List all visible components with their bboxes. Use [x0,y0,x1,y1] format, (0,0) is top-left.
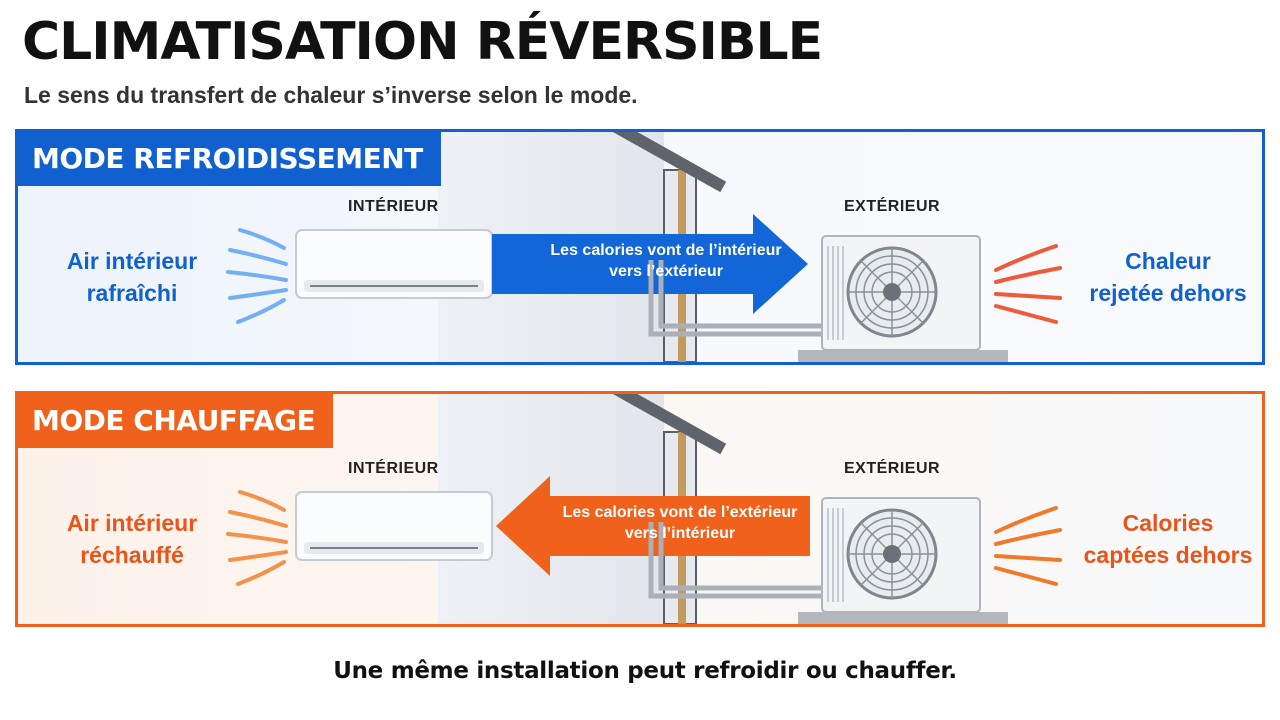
mode-label-cooling: MODE REFROIDISSEMENT [18,132,441,186]
roof [612,394,727,455]
arrow-caption: Les calories vont de l’extérieur vers l’… [562,504,798,542]
concrete-pad [798,350,1008,362]
cooling-scene [18,132,1262,362]
heating-mode-panel: MODE CHAUFFAGE INTÉRIEUR EXTÉRIEUR Air i… [15,391,1265,627]
refrigerant-pipes [648,522,826,599]
exterior-effect-text: Chaleur rejetée dehors [1089,248,1247,306]
heat-in-waves-icon [994,506,1062,586]
outdoor-unit-icon [821,497,981,613]
refrigerant-pipes [648,260,826,337]
indoor-ac-unit-icon [295,229,493,299]
interior-effect-text: Air intérieur réchauffé [66,510,198,568]
arrow-caption: Les calories vont de l’intérieur vers l’… [550,242,782,280]
concrete-pad [798,612,1008,624]
main-title: CLIMATISATION RÉVERSIBLE [22,12,823,72]
heat-out-waves-icon [994,244,1062,324]
mode-label-heating: MODE CHAUFFAGE [18,394,334,448]
interior-label: INTÉRIEUR [348,460,439,477]
indoor-ac-unit-icon [295,491,493,561]
interior-label: INTÉRIEUR [348,198,439,215]
footer-caption: Une même installation peut refroidir ou … [333,658,957,684]
subtitle: Le sens du transfert de chaleur s’invers… [24,82,638,108]
exterior-label: EXTÉRIEUR [844,198,941,215]
interior-effect-text: Air intérieur rafraîchi [66,248,198,306]
exterior-effect-text: Calories captées dehors [1083,510,1253,568]
cold-air-waves-icon [226,228,288,324]
outdoor-unit-icon [821,235,981,351]
warm-air-waves-icon [226,490,288,586]
exterior-label: EXTÉRIEUR [844,460,941,477]
roof [612,132,727,193]
cooling-mode-panel: MODE REFROIDISSEMENT INTÉRIEUR EXTÉRIEUR… [15,129,1265,365]
